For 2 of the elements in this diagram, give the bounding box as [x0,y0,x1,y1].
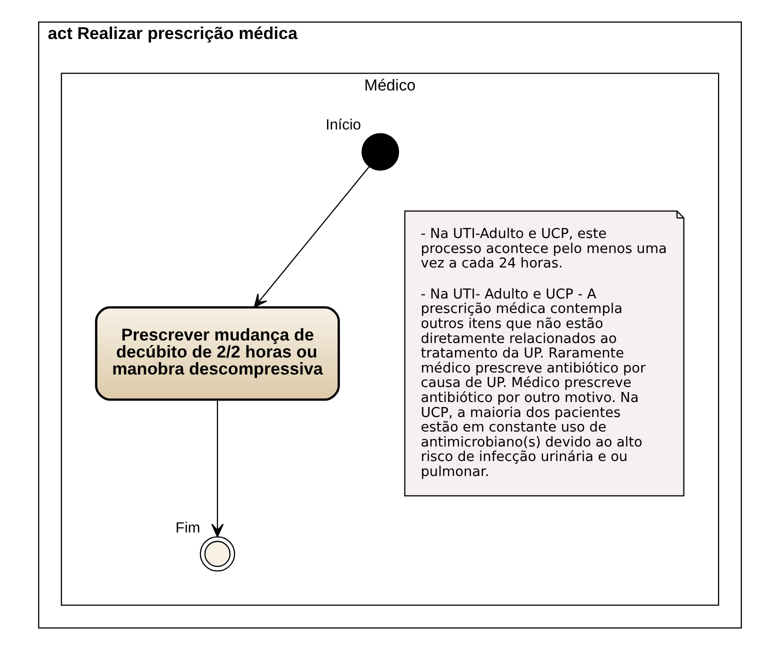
node-label: Início [325,118,360,134]
node-label: Fim [175,520,200,537]
